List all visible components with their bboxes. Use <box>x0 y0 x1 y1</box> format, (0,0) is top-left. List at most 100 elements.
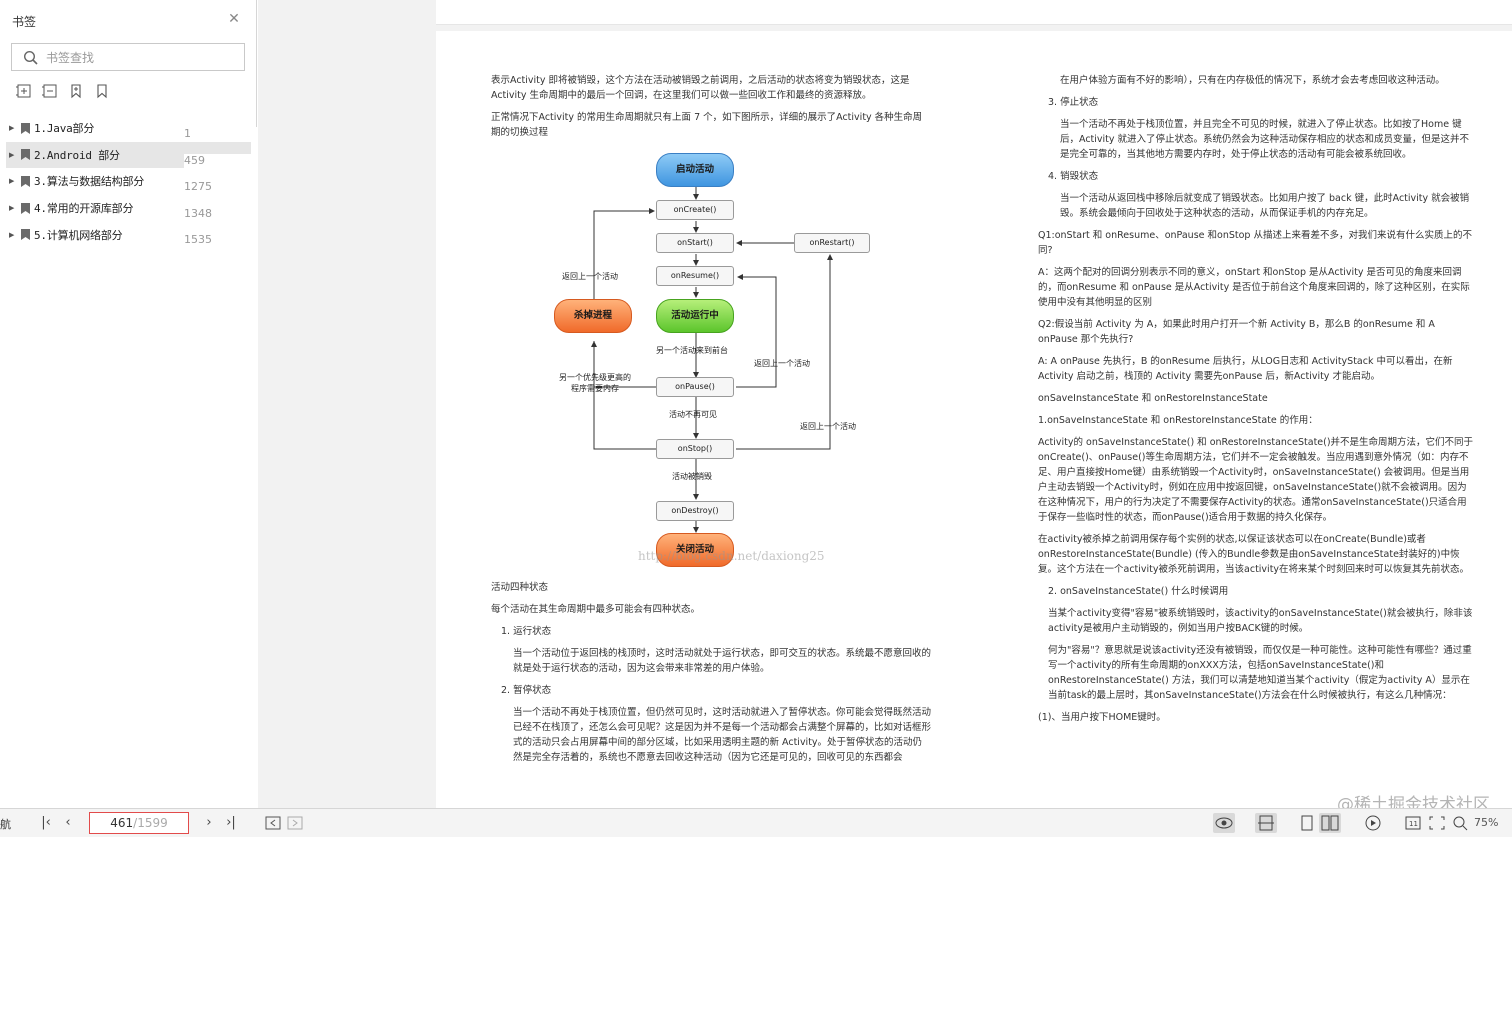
eye-protect-icon[interactable] <box>1213 813 1235 833</box>
diagram-label: 返回上一个活动 <box>754 359 810 368</box>
expand-arrow-icon[interactable]: ▶ <box>9 230 15 239</box>
paragraph: Activity的 onSaveInstanceState() 和 onRest… <box>1038 437 1474 523</box>
bookmark-label: 5.计算机网络部分 <box>34 228 123 242</box>
bookmark-item-open-source[interactable]: ▶ 4.常用的开源库部分 1348 <box>6 195 1260 984</box>
close-activity-node: 关闭活动 <box>656 533 734 567</box>
right-column: 在用户体验方面有不好的影响），只有在内存极低的情况下，系统才会去考虑回收这种活动… <box>1038 73 1474 732</box>
bookmark-sidebar: 书签 ✕ ▶ 1.Java部分 1 <box>0 0 1260 1010</box>
expand-all-icon[interactable] <box>16 83 32 99</box>
activity-running-node: 活动运行中 <box>656 299 734 333</box>
collapse-sidebar-icon[interactable] <box>264 814 282 832</box>
paragraph: 在用户体验方面有不好的影响），只有在内存极低的情况下，系统才会去考虑回收这种活动… <box>1060 75 1445 86</box>
nav-label: 航 <box>0 818 11 831</box>
onrestart-node: onRestart() <box>794 233 870 253</box>
page-number-input[interactable]: 461/1599 <box>89 812 189 834</box>
bookmark-label: 3.算法与数据结构部分 <box>34 175 145 189</box>
bookmark-label: 2.Android 部分 <box>34 148 120 162</box>
activity-lifecycle-diagram: 启动活动 onCreate() onStart() onRestart() on… <box>554 149 884 569</box>
bookmark-icon <box>21 149 30 161</box>
bookmark-icon <box>21 229 30 241</box>
paragraph: 当一个活动不再处于栈顶位置，但仍然可见时，这时活动就进入了暂停状态。你可能会觉得… <box>513 707 932 763</box>
bookmark-item-android[interactable]: ▶ 2.Android 部分 459 <box>6 141 1260 931</box>
onstart-node: onStart() <box>656 233 734 253</box>
play-icon[interactable] <box>1362 813 1384 833</box>
bookmark-item-networking[interactable]: ▶ 5.计算机网络部分 1535 <box>6 221 1260 1010</box>
expand-arrow-icon[interactable]: ▶ <box>9 150 15 159</box>
paragraph: Q1:onStart 和 onResume、onPause 和onStop 从描… <box>1038 230 1472 256</box>
paragraph: (1)、当用户按下HOME键时。 <box>1038 712 1166 723</box>
bookmark-icon <box>21 122 30 134</box>
diagram-label: 返回上一个活动 <box>562 272 618 281</box>
heading: 2. onSaveInstanceState() 什么时候调用 <box>1048 586 1229 597</box>
previous-page-edge <box>436 0 1512 25</box>
next-page-icon[interactable]: › <box>206 815 212 830</box>
bookmark-icon[interactable] <box>94 83 110 99</box>
paragraph: 何为"容易"？意思就是说该activity还没有被销毁，而仅仅是一种可能性。这种… <box>1048 645 1472 701</box>
bookmark-label: 1.Java部分 <box>34 122 95 136</box>
current-page: 461 <box>110 816 134 830</box>
bookmark-item-java[interactable]: ▶ 1.Java部分 1 <box>6 115 1260 904</box>
paragraph: 当一个活动不再处于栈顶位置，并且完全不可见的时候，就进入了停止状态。比如按了Ho… <box>1060 119 1470 160</box>
kill-process-node: 杀掉进程 <box>554 299 632 333</box>
start-activity-node: 启动活动 <box>656 153 734 187</box>
onpause-node: onPause() <box>656 377 734 397</box>
bookmark-item-algorithms[interactable]: ▶ 3.算法与数据结构部分 1275 <box>6 168 1260 958</box>
heading: 1.onSaveInstanceState 和 onRestoreInstanc… <box>1038 415 1318 426</box>
diagram-watermark: http://blog.csdn.net/daxiong25 <box>638 549 825 563</box>
add-bookmark-icon[interactable] <box>68 83 84 99</box>
zoom-icon[interactable] <box>1450 813 1472 833</box>
paragraph: 表示Activity 即将被销毁，这个方法在活动被销毁之前调用，之后活动的状态将… <box>491 75 910 101</box>
first-page-icon[interactable]: |‹ <box>41 815 51 830</box>
heading: onSaveInstanceState 和 onRestoreInstanceS… <box>1038 393 1268 404</box>
onstop-node: onStop() <box>656 439 734 459</box>
paragraph: 正常情况下Activity 的常用生命周期就只有上面 7 个，如下图所示，详细的… <box>491 112 923 138</box>
paragraph: A: A onPause 先执行，B 的onResume 后执行，从LOG日志和… <box>1038 356 1453 382</box>
paragraph: 当一个活动位于返回栈的栈顶时，这时活动就处于运行状态，即可交互的状态。系统最不愿… <box>513 648 932 674</box>
expand-sidebar-icon[interactable] <box>286 814 304 832</box>
paragraph: 当一个活动从返回栈中移除后就变成了销毁状态。比如用户按了 back 键，此时Ac… <box>1060 193 1470 219</box>
list-heading: 2. 暂停状态 <box>501 685 552 696</box>
status-bar: 航 |‹ ‹ 461/1599 › ›| 11 75% <box>0 808 1512 837</box>
svg-text:11: 11 <box>1409 820 1418 828</box>
diagram-connectors <box>591 187 833 533</box>
bookmark-label: 4.常用的开源库部分 <box>34 202 134 216</box>
list-heading: 3. 停止状态 <box>1048 97 1099 108</box>
oncreate-node: onCreate() <box>656 200 734 220</box>
zoom-level[interactable]: 75% <box>1474 816 1499 829</box>
diagram-label: 活动被销毁 <box>672 472 712 481</box>
diagram-label: 活动不再可见 <box>669 410 717 419</box>
ondestroy-node: onDestroy() <box>656 501 734 521</box>
bookmark-search-box[interactable] <box>11 43 245 71</box>
document-viewer[interactable]: 表示Activity 即将被销毁，这个方法在活动被销毁之前调用，之后活动的状态将… <box>258 0 1512 808</box>
actual-size-icon[interactable]: 11 <box>1402 813 1424 833</box>
bookmark-icon <box>21 202 30 214</box>
collapse-all-icon[interactable] <box>42 83 58 99</box>
search-icon <box>23 50 38 65</box>
diagram-label: 另一个活动来到前台 <box>656 346 728 355</box>
bookmark-toolbar <box>16 83 110 101</box>
last-page-icon[interactable]: ›| <box>226 815 236 830</box>
paragraph: 每个活动在其生命周期中最多可能会有四种状态。 <box>491 604 701 615</box>
paragraph: Q2:假设当前 Activity 为 A，如果此时用户打开一个新 Activit… <box>1038 319 1435 345</box>
single-page-icon[interactable] <box>1296 813 1318 833</box>
states-section: 活动四种状态 每个活动在其生命周期中最多可能会有四种状态。 1. 运行状态 当一… <box>491 580 931 772</box>
bookmark-search-input[interactable] <box>46 48 236 67</box>
onresume-node: onResume() <box>656 266 734 286</box>
section-title: 活动四种状态 <box>491 582 549 593</box>
expand-arrow-icon[interactable]: ▶ <box>9 124 15 133</box>
paragraph: A：这两个配对的回调分别表示不同的意义，onStart 和onStop 是从Ac… <box>1038 267 1470 308</box>
diagram-label: 返回上一个活动 <box>800 422 856 431</box>
total-pages: /1599 <box>133 816 168 830</box>
bookmark-icon <box>21 175 30 187</box>
diagram-label: 另一个优先级更高的程序需要内存 <box>559 373 631 393</box>
close-icon[interactable]: ✕ <box>228 11 240 27</box>
previous-page-icon[interactable]: ‹ <box>65 815 71 830</box>
expand-arrow-icon[interactable]: ▶ <box>9 204 15 213</box>
document-page: 表示Activity 即将被销毁，这个方法在活动被销毁之前调用，之后活动的状态将… <box>436 31 1512 808</box>
double-page-icon[interactable] <box>1319 813 1341 833</box>
expand-arrow-icon[interactable]: ▶ <box>9 177 15 186</box>
fit-width-icon[interactable] <box>1255 813 1277 833</box>
fit-page-icon[interactable] <box>1426 813 1448 833</box>
paragraph: 在activity被杀掉之前调用保存每个实例的状态,以保证该状态可以在onCre… <box>1038 534 1470 575</box>
paragraph: 当某个activity变得"容易"被系统销毁时，该activity的onSave… <box>1048 608 1473 634</box>
